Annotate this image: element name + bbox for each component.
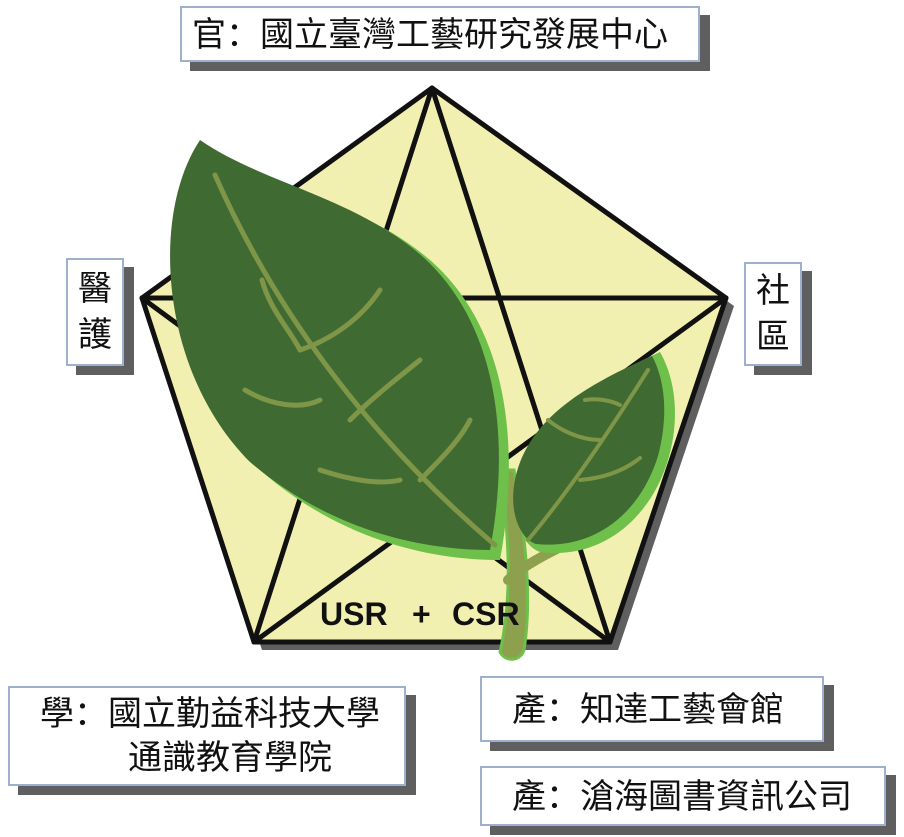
medical-label: 醫護 [66, 258, 124, 366]
small-leaf-veins [526, 368, 650, 542]
big-leaf-veins [212, 172, 498, 548]
big-leaf [170, 140, 499, 550]
csr-label: CSR [452, 596, 520, 632]
industry-text-2: 產：滄海圖書資訊公司 [512, 777, 852, 817]
leaf-icon [170, 140, 675, 661]
medical-text: 醫護 [78, 269, 112, 355]
academia-line2: 通識教育學院 [128, 738, 332, 778]
plus-sign: + [412, 596, 431, 632]
industry-label-2: 產：滄海圖書資訊公司 [480, 766, 886, 826]
community-text: 社區 [756, 271, 790, 357]
academia-line1: 學：國立勤益科技大學 [40, 694, 380, 734]
community-label: 社區 [744, 262, 802, 366]
industry-label-1: 產：知達工藝會館 [480, 676, 824, 742]
academia-label: 學：國立勤益科技大學 通識教育學院 [8, 686, 406, 786]
industry-text-1: 產：知達工藝會館 [512, 690, 784, 730]
government-label: 官：國立臺灣工藝研究發展中心 [180, 6, 700, 62]
usr-label: USR [320, 596, 388, 632]
government-text: 官：國立臺灣工藝研究發展中心 [192, 15, 668, 55]
